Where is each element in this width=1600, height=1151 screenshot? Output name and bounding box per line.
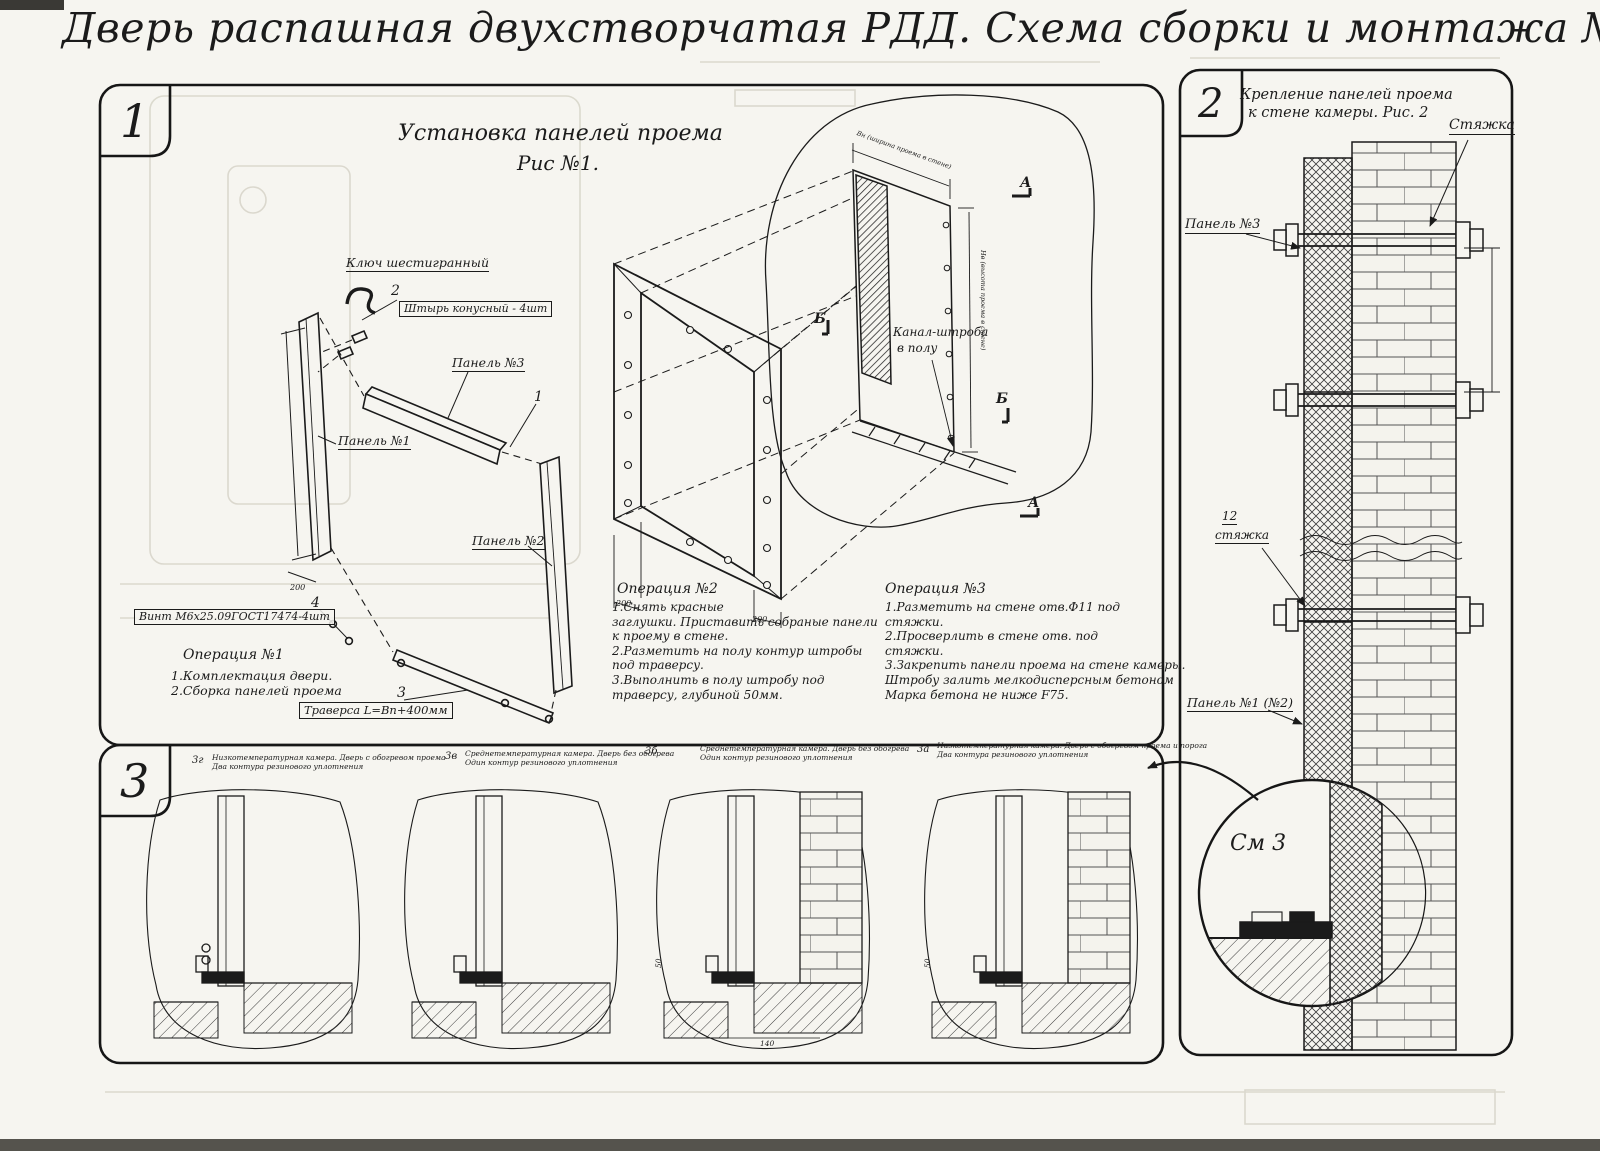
dim-50-3b: 50: [654, 958, 663, 968]
fig3v-caption-1: Среднетемпературная камера. Дверь без об…: [465, 749, 675, 758]
label-pin: Штырь конусный - 4шт: [399, 301, 553, 318]
fig-3g: [146, 789, 360, 1050]
detail-circle: [1147, 760, 1427, 1008]
fig3g-caption-1: Низкотемпературная камера. Дверь с обогр…: [212, 753, 446, 762]
panel-frames: [98, 68, 1514, 1065]
fig3a-id: 3а: [917, 744, 930, 755]
op2-line: к проему в стене.: [612, 629, 729, 644]
label-panel1: Панель №1: [338, 433, 411, 450]
assembled-frame: [613, 262, 782, 628]
fig2-title-1: Крепление панелей проема: [1240, 87, 1453, 103]
op2-line: заглушки. Приставить собраные панели: [612, 614, 878, 629]
tie-bottom: [1273, 596, 1484, 634]
label-panel3-sec2: Панель №3: [1185, 217, 1261, 235]
op3-line: 2.Просверлить в стене отв. под: [885, 629, 1098, 644]
fig3g-id: 3г: [192, 755, 204, 766]
sheet-title: Дверь распашная двухстворчатая РДД. Схем…: [62, 4, 1600, 52]
op2-text: 1.Снять красные заглушки. Приставить соб…: [612, 600, 878, 702]
fig3b-caption: Среднетемпературная камера. Дверь без об…: [700, 744, 909, 762]
pos-2: 2: [391, 283, 400, 299]
dim-200-a: 200: [290, 583, 306, 592]
pos-3: 3: [397, 685, 406, 701]
op3-line: стяжки.: [885, 614, 944, 629]
wall-opening: [764, 94, 1095, 528]
op3-line: 1.Разметить на стене отв.Ф11 под: [885, 600, 1121, 614]
dim-200-c: 200: [752, 615, 768, 624]
scan-edge-mark: [0, 0, 64, 10]
fig3v-caption: Среднетемпературная камера. Дверь без об…: [465, 749, 674, 767]
cut-mark-b-right: Б: [996, 391, 1008, 407]
op1-line: 2.Сборка панелей проема: [171, 683, 342, 698]
label-channel-1: Канал-штроба: [893, 325, 989, 339]
fig3a-caption: Низкотемпературная камера. Дверь с обогр…: [937, 741, 1207, 759]
op2-line: траверсу, глубиной 50мм.: [612, 687, 783, 702]
label-panel3: Панель №3: [452, 355, 525, 372]
op2-line: под траверсу.: [612, 658, 704, 673]
fig3g-caption: Низкотемпературная камера. Дверь с обогр…: [212, 753, 446, 771]
op3-line: Штробу залить мелкодисперсным бетоном: [885, 672, 1174, 687]
scan-bottom-band: [0, 1139, 1600, 1151]
cut-mark-b-left: Б: [814, 311, 826, 327]
op2-line: 2.Разметить на полу контур штробы: [612, 643, 863, 658]
fig-3b: [656, 789, 870, 1050]
label-hex-key: Ключ шестигранный: [346, 255, 489, 272]
label-tie: Стяжка: [1449, 117, 1515, 136]
fig3g-caption-2: Два контура резинового уплотнения: [212, 762, 364, 771]
exploded-view: [280, 287, 573, 725]
fig3v-caption-2: Один контур резинового уплотнения: [465, 758, 618, 767]
fig-3v: [404, 789, 618, 1050]
fig3b-caption-2: Один контур резинового уплотнения: [700, 753, 853, 762]
label-traverse: Траверса L=Bn+400мм: [299, 702, 453, 719]
fig3b-caption-1: Среднетемпературная камера. Дверь без об…: [700, 744, 910, 753]
cut-mark-a-top: А: [1020, 175, 1032, 191]
section3-number: 3: [120, 754, 150, 808]
fig1-subtitle: Рис №1.: [517, 151, 599, 175]
fig1-title: Установка панелей проема: [398, 121, 723, 146]
op3-line: Марка бетона не ниже F75.: [885, 687, 1069, 702]
label-see3: См 3: [1230, 831, 1287, 856]
label-panel2: Панель №2: [472, 533, 545, 550]
op1-text: 1.Комплектация двери. 2.Сборка панелей п…: [171, 668, 342, 698]
op3-text: 1.Разметить на стене отв.Ф11 под стяжки.…: [885, 600, 1185, 702]
dim-50-3a: 50: [923, 958, 932, 968]
op1-title: Операция №1: [183, 647, 284, 663]
section1-number: 1: [120, 94, 150, 148]
label-panel1-sec2: Панель №1 (№2): [1187, 695, 1294, 712]
tie-middle: [1273, 381, 1484, 419]
fig-3a: [924, 789, 1138, 1050]
dim-140-3b: 140: [760, 1039, 775, 1048]
pos-4: 4: [311, 595, 320, 611]
fig3b-id: 3б: [645, 746, 658, 757]
op3-title: Операция №3: [885, 581, 986, 597]
fig3v-id: 3в: [445, 751, 458, 762]
op3-line: стяжки.: [885, 643, 944, 658]
section2-number: 2: [1198, 81, 1224, 127]
dim-height-caption: Нв (высота проема в стене): [979, 250, 987, 351]
dim-200-b: 200: [616, 599, 632, 608]
fig3a-caption-1: Низкотемпературная камера. Дверь с обогр…: [937, 741, 1208, 750]
fig3a-caption-2: Два контура резинового уплотнения: [937, 750, 1089, 759]
op2-line: 1.Снять красные: [612, 600, 724, 614]
label-channel-2: в полу: [897, 341, 938, 355]
op2-line: 3.Выполнить в полу штробу под: [612, 672, 825, 687]
pos-1: 1: [534, 389, 543, 405]
cut-mark-a-bottom: А: [1028, 495, 1040, 511]
pos-12: 12: [1222, 509, 1238, 526]
label-screw: Винт М6х25.09ГОСТ17474-4шт: [134, 609, 335, 626]
label-tie-small: стяжка: [1215, 528, 1270, 545]
op3-line: 3.Закрепить панели проема на стене камер…: [885, 658, 1186, 673]
op2-title: Операция №2: [617, 581, 718, 597]
fig2-title-2: к стене камеры. Рис. 2: [1248, 105, 1429, 121]
op1-line: 1.Комплектация двери.: [171, 668, 333, 683]
